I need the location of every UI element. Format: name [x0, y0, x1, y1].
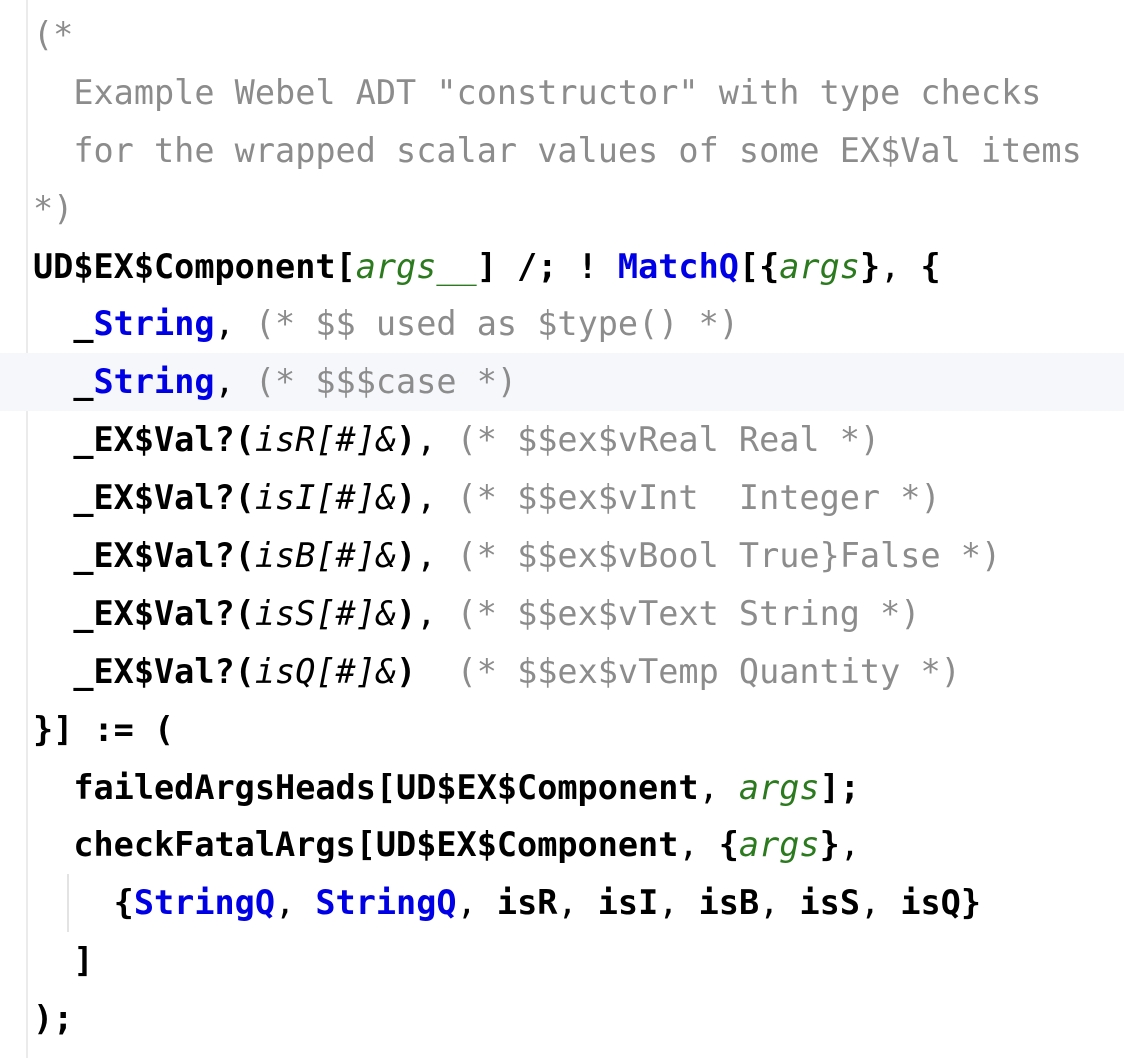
code-line[interactable]: _String, (* $$ used as $type() *) — [0, 295, 1124, 353]
code-token: { — [920, 246, 941, 286]
code-token: } — [819, 825, 840, 865]
code-line[interactable]: ); — [0, 990, 1124, 1048]
code-line[interactable]: _EX$Val?(isS[#]&), (* $$ex$vText String … — [0, 585, 1124, 643]
code-line[interactable]: _EX$Val?(isI[#]&), (* $$ex$vInt Integer … — [0, 469, 1124, 527]
punctuation-token: , — [456, 883, 497, 923]
punctuation-token: , — [658, 883, 699, 923]
code-token: } — [859, 246, 881, 286]
code-token: _EX$Val?( — [33, 478, 255, 518]
code-line[interactable]: *) — [0, 180, 1124, 238]
comment-token: (* $$ex$vInt Integer *) — [456, 478, 941, 518]
code-token: ] — [33, 941, 94, 981]
punctuation-token: , — [416, 420, 457, 460]
comment-token: (* $$ex$vBool True}False *) — [456, 536, 1002, 576]
code-line[interactable]: {StringQ, StringQ, isR, isI, isB, isS, i… — [0, 874, 1124, 933]
builtin-symbol: String — [93, 362, 215, 402]
punctuation-token — [416, 652, 456, 691]
editor-gutter-border — [26, 0, 28, 1058]
punctuation-token: , — [416, 536, 457, 576]
punctuation-token: , — [678, 825, 719, 865]
code-token: _ — [33, 362, 94, 402]
punctuation-token: , — [416, 593, 457, 633]
code-token: { — [718, 825, 739, 865]
code-line[interactable]: for the wrapped scalar values of some EX… — [0, 122, 1124, 180]
punctuation-token: , — [214, 304, 255, 344]
punctuation-token: , — [214, 362, 255, 402]
builtin-symbol: StringQ — [133, 883, 276, 923]
code-token: isB — [698, 883, 760, 923]
builtin-symbol: MatchQ — [617, 246, 739, 286]
code-line[interactable]: }] := ( — [0, 701, 1124, 759]
code-token: _EX$Val?( — [33, 651, 255, 691]
code-token: { — [33, 883, 134, 923]
code-token: failedArgsHeads[UD$EX$Component — [33, 767, 699, 807]
pattern-variable: args — [779, 246, 860, 286]
code-token: ] /; ! — [476, 246, 618, 286]
code-line[interactable]: (* — [0, 6, 1124, 64]
code-token: _EX$Val?( — [33, 420, 255, 460]
builtin-symbol: String — [93, 304, 215, 344]
code-token: _EX$Val?( — [33, 536, 255, 576]
function-token: isR[#]& — [254, 420, 397, 460]
code-line[interactable]: _EX$Val?(isB[#]&), (* $$ex$vBool True}Fa… — [0, 527, 1124, 585]
code-token: UD$EX$Component[ — [33, 246, 356, 286]
code-token: ) — [396, 420, 417, 460]
code-token: isR — [496, 883, 558, 923]
comment-token: *) — [33, 188, 74, 228]
code-token: checkFatalArgs[UD$EX$Component — [33, 825, 679, 865]
code-token: isS — [799, 883, 860, 923]
pattern-variable: args — [738, 767, 820, 807]
code-token: ); — [33, 999, 74, 1039]
comment-token: (* $$ex$vText String *) — [456, 593, 921, 633]
comment-token: Example Webel ADT "constructor" with typ… — [33, 72, 1042, 112]
code-line[interactable]: _EX$Val?(isQ[#]&) (* $$ex$vTemp Quantity… — [0, 643, 1124, 701]
punctuation-token: , — [759, 883, 800, 923]
code-token: ) — [396, 536, 417, 576]
code-token: _ — [33, 304, 94, 344]
code-line[interactable]: checkFatalArgs[UD$EX$Component, {args}, — [0, 816, 1124, 874]
code-line[interactable]: failedArgsHeads[UD$EX$Component, args]; — [0, 759, 1124, 817]
punctuation-token: , — [557, 883, 598, 923]
punctuation-token: , — [698, 767, 739, 807]
code-token: ) — [396, 478, 417, 518]
code-token: isQ} — [900, 883, 982, 923]
indent-guide — [67, 874, 69, 933]
punctuation-token: , — [839, 825, 860, 865]
code-line[interactable]: Example Webel ADT "constructor" with typ… — [0, 64, 1124, 122]
punctuation-token: , — [275, 883, 316, 923]
punctuation-token: , — [416, 478, 457, 518]
code-token: }] := ( — [33, 709, 175, 749]
code-token: ]; — [819, 767, 860, 807]
comment-token: (* $$ex$vTemp Quantity *) — [456, 651, 961, 691]
pattern-variable: args — [738, 825, 820, 865]
code-token: ) — [396, 651, 417, 691]
builtin-symbol: StringQ — [315, 883, 457, 923]
code-line[interactable]: _EX$Val?(isR[#]&), (* $$ex$vReal Real *) — [0, 411, 1124, 469]
function-token: isB[#]& — [254, 536, 397, 576]
function-token: isS[#]& — [254, 593, 397, 633]
code-token: isI — [597, 883, 659, 923]
code-line[interactable]: UD$EX$Component[args__] /; ! MatchQ[{arg… — [0, 238, 1124, 296]
comment-token: (* $$ used as $type() *) — [254, 304, 739, 344]
code-editor[interactable]: (* Example Webel ADT "constructor" with … — [0, 6, 1124, 1048]
code-line[interactable]: ] — [0, 932, 1124, 990]
comment-token: (* — [33, 15, 74, 54]
code-token: _EX$Val?( — [33, 593, 255, 633]
code-token: ) — [396, 593, 417, 633]
punctuation-token: , — [880, 246, 921, 286]
function-token: isQ[#]& — [254, 651, 397, 691]
code-token: [{ — [738, 246, 780, 286]
pattern-variable: args__ — [355, 246, 477, 286]
punctuation-token: , — [860, 883, 901, 923]
comment-token: (* $$ex$vReal Real *) — [456, 420, 881, 460]
function-token: isI[#]& — [254, 478, 397, 518]
comment-token: (* $$$case *) — [254, 362, 518, 402]
comment-token: for the wrapped scalar values of some EX… — [33, 130, 1082, 170]
code-line-current[interactable]: _String, (* $$$case *) — [0, 353, 1124, 412]
